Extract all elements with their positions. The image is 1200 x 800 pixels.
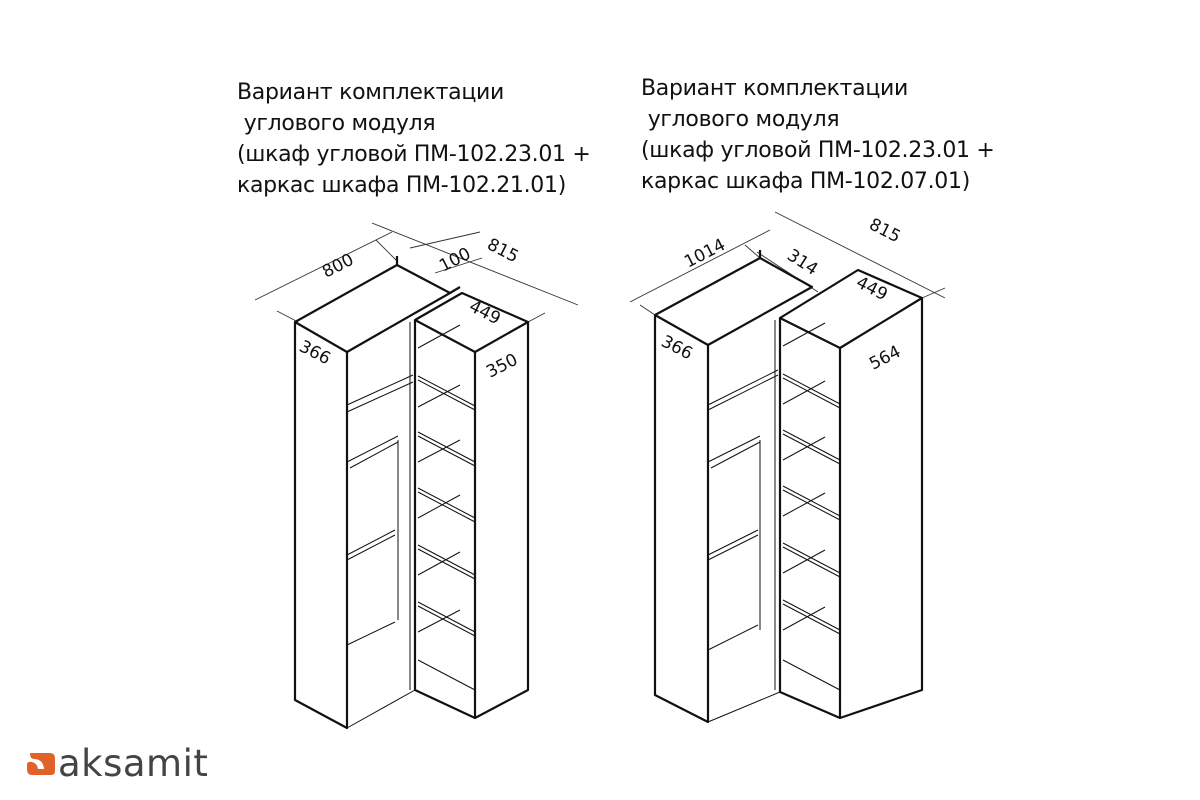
dim-depth-left: 366: [658, 332, 696, 365]
logo-text: aksamit: [58, 742, 209, 785]
caption-line: каркас шкафа ПМ-102.07.01): [641, 169, 970, 194]
dim-width-left: 1014: [681, 235, 729, 272]
caption-line: Вариант комплектации: [237, 80, 504, 105]
caption-line: углового модуля: [641, 107, 840, 132]
dim-side-right: 564: [866, 342, 904, 375]
wardrobe-outline: [293, 256, 530, 730]
dimension-lines: [254, 222, 579, 323]
sofa-logo-icon: [27, 752, 55, 775]
caption-line: Вариант комплектации: [641, 76, 908, 101]
dim-width-right: 815: [484, 235, 522, 268]
caption-line: каркас шкафа ПМ-102.21.01): [237, 173, 566, 198]
dim-width-right: 815: [866, 215, 904, 248]
caption-line: (шкаф угловой ПМ-102.23.01 +: [641, 138, 995, 163]
dim-depth-right: 449: [853, 273, 891, 306]
wardrobe-outline: [653, 250, 924, 724]
aksamit-logo: aksamit: [26, 742, 208, 785]
caption-right: Вариант комплектации углового модуля (шк…: [641, 73, 995, 197]
dim-depth-right: 449: [466, 297, 504, 330]
dim-gap: 100: [436, 244, 474, 277]
caption-left: Вариант комплектации углового модуля (шк…: [237, 77, 591, 201]
caption-line: (шкаф угловой ПМ-102.23.01 +: [237, 142, 591, 167]
wardrobe-left: 800 100 815 449 366 350: [254, 222, 579, 730]
dim-side-right: 350: [483, 350, 521, 383]
wardrobe-right: 1014 314 815 449 366 564: [629, 211, 946, 724]
dim-width-left: 800: [319, 250, 357, 283]
caption-line: углового модуля: [237, 111, 436, 136]
